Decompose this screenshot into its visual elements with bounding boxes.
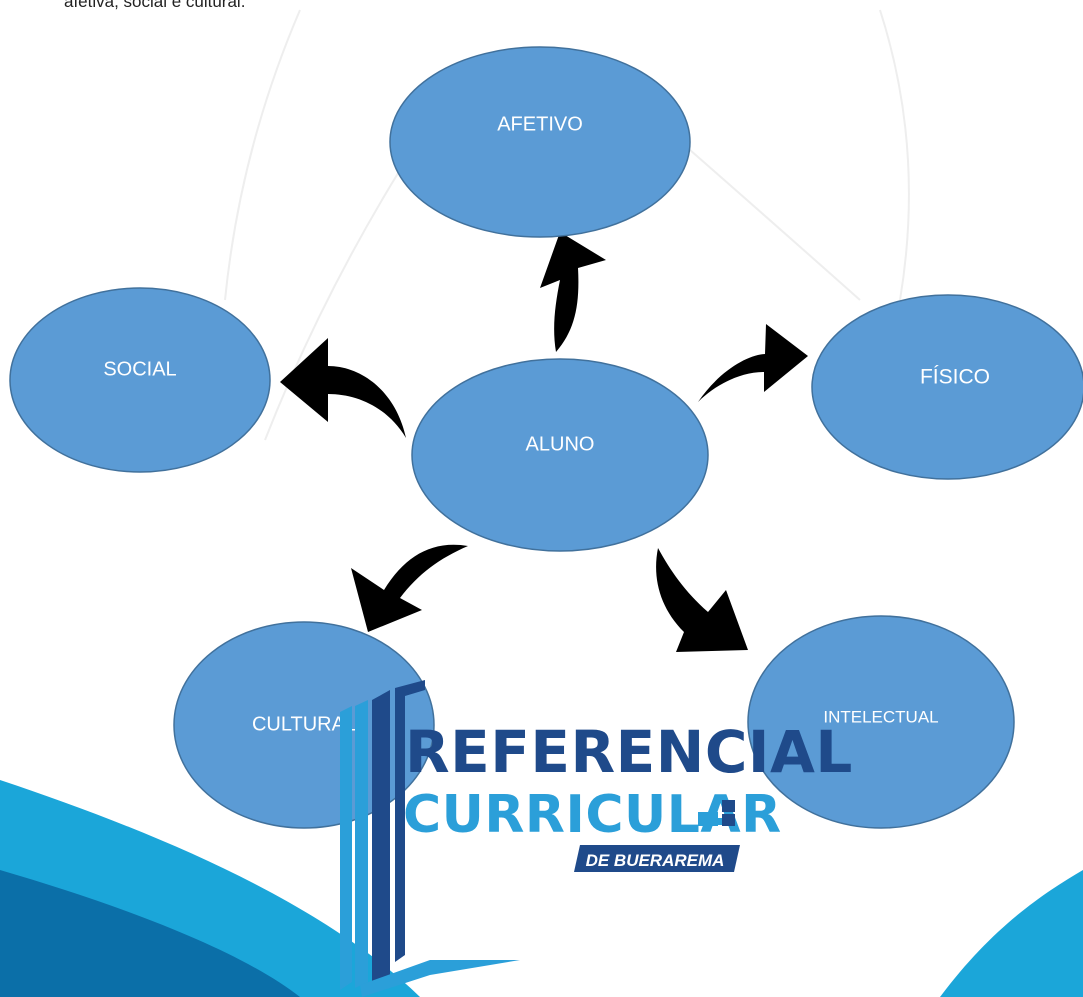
guide-line — [689, 149, 861, 301]
node-intelectual-shape — [747, 615, 1015, 829]
node-afetivo-shape — [389, 46, 691, 238]
arrows — [280, 232, 808, 652]
logo-line-3: DE BUERAREMA — [586, 851, 725, 870]
node-social-label: SOCIAL — [103, 358, 176, 380]
node-intelectual-label: INTELECTUAL — [823, 707, 938, 726]
node-social: SOCIAL — [9, 287, 271, 473]
node-cultural-shape — [173, 621, 435, 829]
node-fisico: FÍSICO — [811, 294, 1083, 480]
book-icon — [340, 680, 520, 997]
node-fisico-label: FÍSICO — [920, 366, 990, 389]
arrow-to-cultural — [351, 544, 468, 632]
guide-line — [879, 9, 910, 301]
node-afetivo-label: AFETIVO — [497, 113, 583, 135]
background-guides — [224, 9, 910, 441]
intro-text: afetiva, social e cultural. — [64, 0, 246, 11]
logo-dash-mark — [722, 800, 735, 812]
guide-line — [224, 9, 301, 301]
bottom-wave-right-light — [940, 870, 1083, 997]
logo-dash-mark — [698, 812, 718, 826]
node-aluno-shape — [411, 358, 709, 552]
referencial-curricular-logo: REFERENCIAL CURRICULAR DE BUERAREMA — [340, 680, 853, 997]
logo-line-2: CURRICULAR — [403, 785, 782, 845]
node-fisico-shape — [811, 294, 1083, 480]
node-intelectual: INTELECTUAL — [747, 615, 1015, 829]
node-aluno-label: ALUNO — [526, 433, 595, 455]
arrow-to-social — [280, 338, 406, 438]
arrow-to-afetivo — [540, 232, 606, 352]
guide-line — [264, 169, 401, 441]
arrow-to-fisico — [698, 324, 808, 402]
logo-dash-mark — [722, 814, 735, 826]
node-social-shape — [9, 287, 271, 473]
node-cultural: CULTURAL — [173, 621, 435, 829]
logo-tag — [574, 845, 740, 872]
node-afetivo: AFETIVO — [389, 46, 691, 238]
node-aluno: ALUNO — [411, 358, 709, 552]
arrow-to-intelectual — [656, 548, 748, 652]
logo-line-1: REFERENCIAL — [405, 718, 853, 786]
bottom-wave-left-dark — [0, 870, 300, 997]
node-cultural-label: CULTURAL — [252, 713, 356, 735]
